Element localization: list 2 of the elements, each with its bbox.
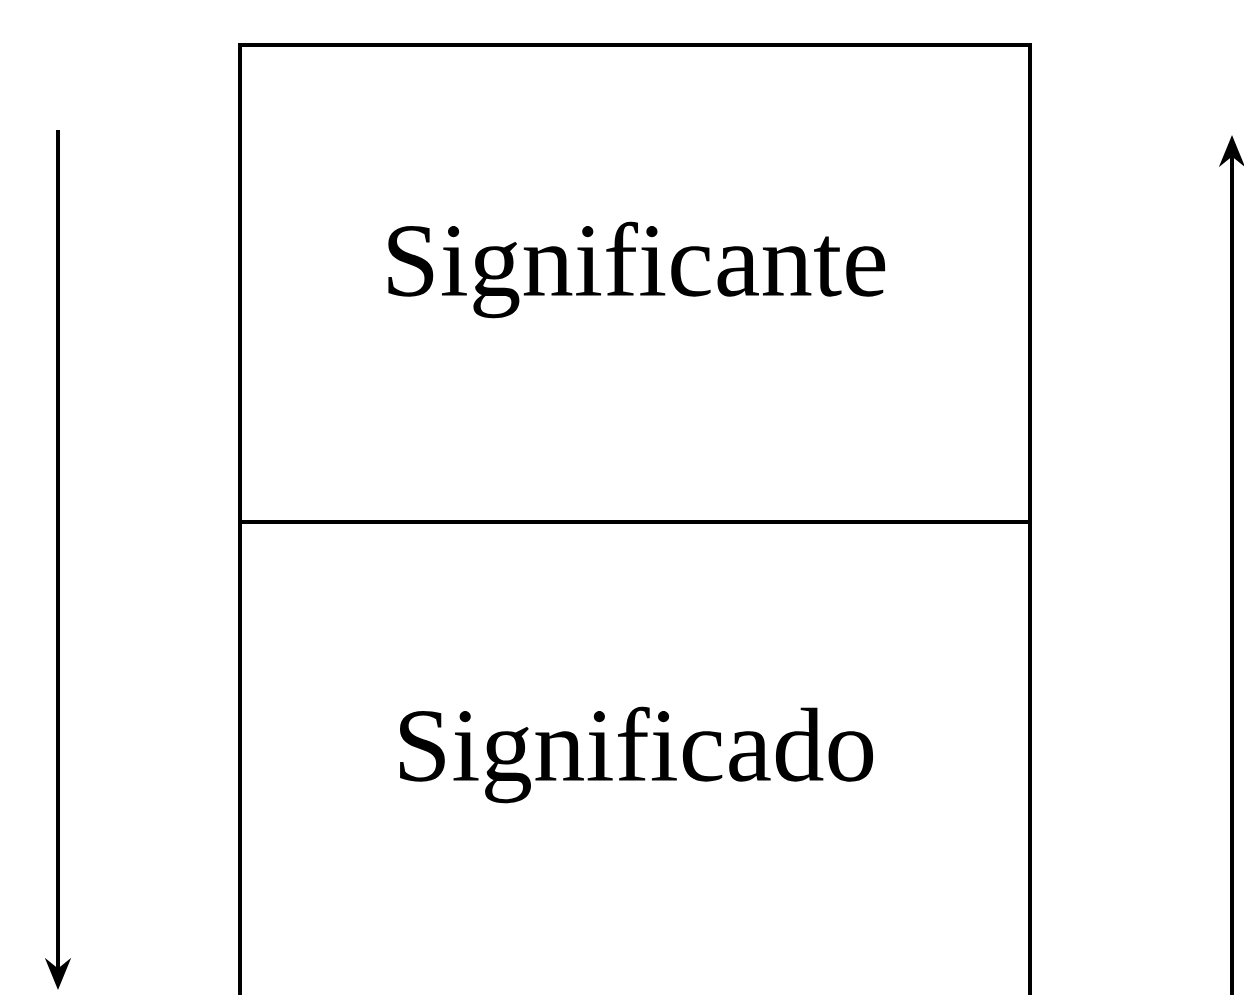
- text-box: Significante: [238, 43, 1032, 524]
- text-box: Significado: [238, 520, 1032, 995]
